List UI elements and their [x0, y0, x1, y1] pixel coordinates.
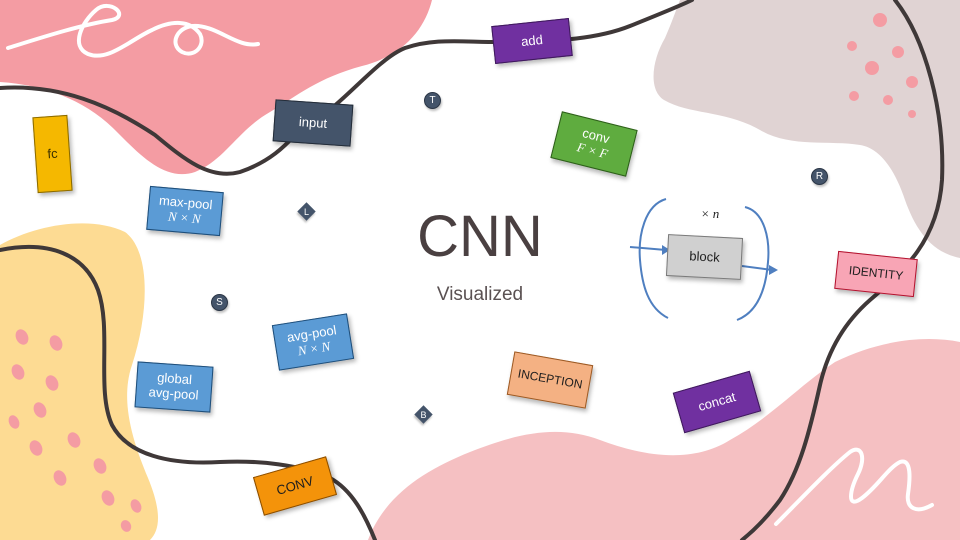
global-avg-pool-label: avg-pool: [148, 384, 199, 403]
arrow-in: [629, 246, 667, 251]
bracket-left: [638, 198, 669, 319]
max-pool-size: N × N: [167, 208, 202, 227]
arrow-out: [741, 265, 773, 271]
input-label: input: [298, 113, 328, 131]
bracket-right: [736, 206, 770, 321]
marker-t: T: [424, 92, 441, 109]
marker-b: B: [414, 405, 433, 424]
pink-blob-top-left: [0, 0, 432, 175]
white-swirl-bottom-right: [774, 447, 934, 526]
page-title: CNN: [417, 204, 543, 269]
page-subtitle: Visualized: [436, 284, 524, 305]
global-avg-pool-block: global avg-pool: [134, 361, 214, 413]
marker-l: L: [297, 202, 316, 221]
conv-upper-label: CONV: [274, 472, 315, 498]
inception-label: INCEPTION: [516, 366, 584, 392]
curve-right: [740, 0, 945, 540]
identity-label: IDENTITY: [848, 263, 905, 283]
grey-blob-top-right: [653, 0, 960, 258]
block-label: block: [688, 247, 721, 265]
pink-blob-bottom-right: [368, 339, 960, 540]
repeat-label: × n: [700, 206, 720, 221]
marker-s: S: [211, 294, 228, 311]
yellow-blob-bottom-left: [0, 223, 158, 540]
block-box: block: [665, 234, 744, 280]
fc-label: fc: [46, 145, 59, 161]
fc-block: fc: [32, 114, 73, 194]
curve-top: [0, 0, 694, 176]
concat-label: concat: [696, 388, 738, 414]
max-pool-block: max-pool N × N: [146, 185, 224, 237]
input-block: input: [272, 99, 354, 147]
block-diagram-graphics: [629, 198, 778, 321]
marker-r: R: [811, 168, 828, 185]
avg-pool-size: N × N: [296, 338, 332, 359]
add-label: add: [520, 31, 544, 49]
pink-dots-bottom-left: [8, 329, 142, 532]
white-swirl-top-left: [6, 3, 260, 58]
pink-dots-top-right: [847, 13, 918, 118]
add-block: add: [491, 18, 573, 64]
